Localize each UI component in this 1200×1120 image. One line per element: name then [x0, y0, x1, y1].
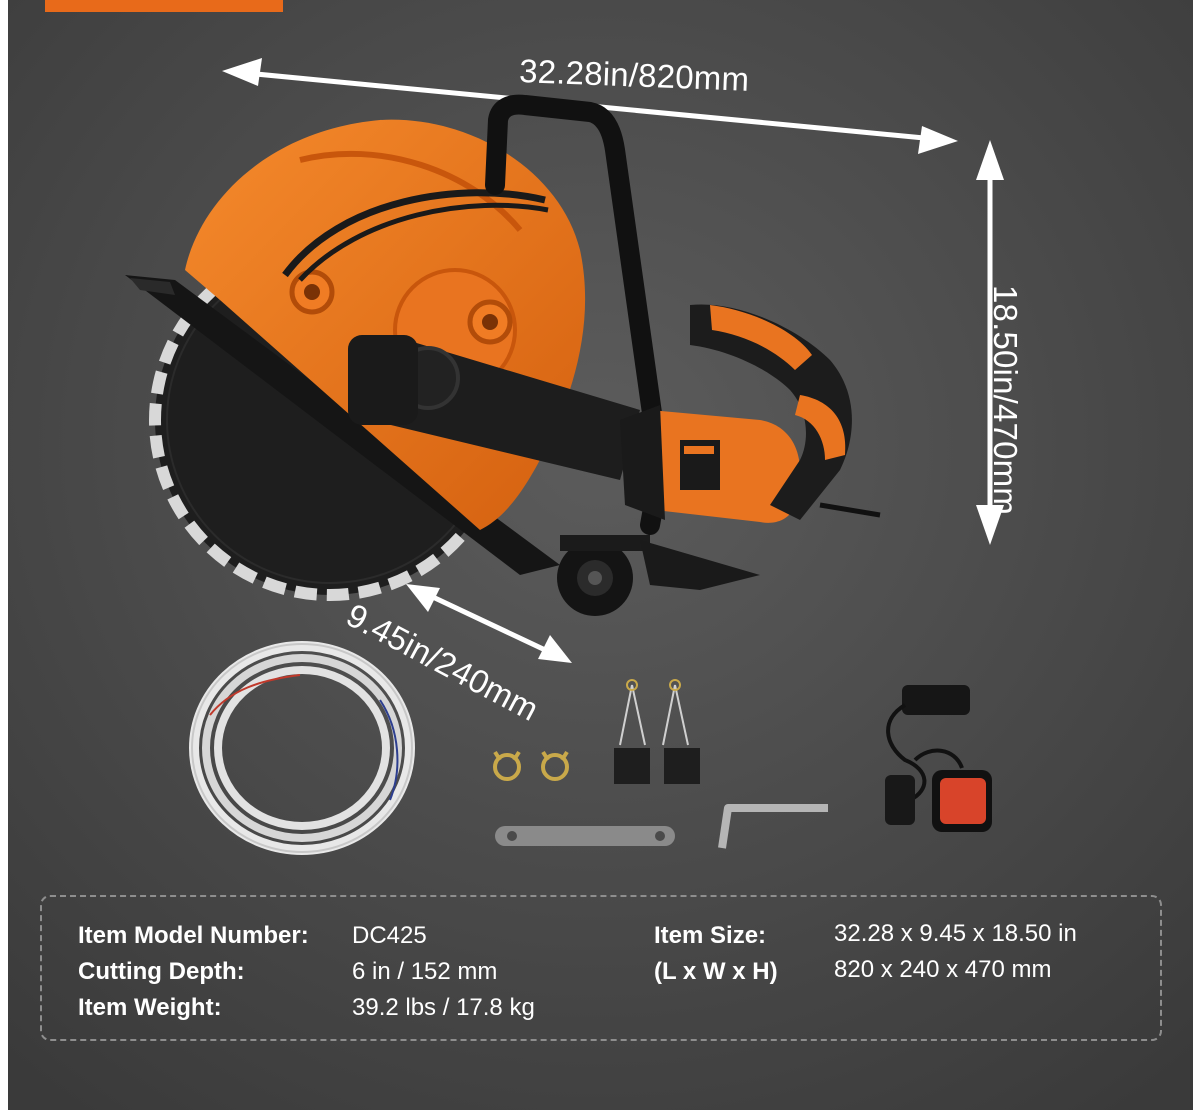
front-handle: [485, 94, 670, 535]
hose-clamps: [493, 750, 569, 781]
item-size-label: Item Size:: [654, 922, 767, 949]
model-number-value: DC425: [352, 922, 427, 949]
carbon-brushes: [614, 679, 700, 784]
drive-arm: [348, 335, 640, 480]
item-weight-value: 39.2 lbs / 17.8 kg: [352, 994, 535, 1021]
motor: [620, 405, 800, 523]
cutting-depth-label: Cutting Depth:: [78, 958, 245, 985]
cutting-depth-value: 6 in / 152 mm: [352, 958, 498, 985]
model-number-label: Item Model Number:: [78, 922, 309, 949]
hex-key: [718, 804, 828, 849]
item-size-mm: 820 x 240 x 470 mm: [834, 956, 1052, 983]
item-weight-label: Item Weight:: [78, 994, 222, 1021]
spec-panel: [40, 895, 1162, 1041]
item-size-inches: 32.28 x 9.45 x 18.50 in: [834, 920, 1077, 947]
wrench: [495, 826, 675, 846]
brand-tab: [45, 0, 283, 12]
wheels: [557, 535, 650, 616]
dimension-arrows: [222, 58, 1004, 663]
water-hose: [189, 641, 415, 855]
height-dimension-label: 18.50in/470mm: [987, 284, 1024, 516]
item-size-sublabel: (L x W x H): [654, 958, 778, 985]
rear-handle: [690, 304, 881, 520]
water-pump: [885, 685, 992, 832]
